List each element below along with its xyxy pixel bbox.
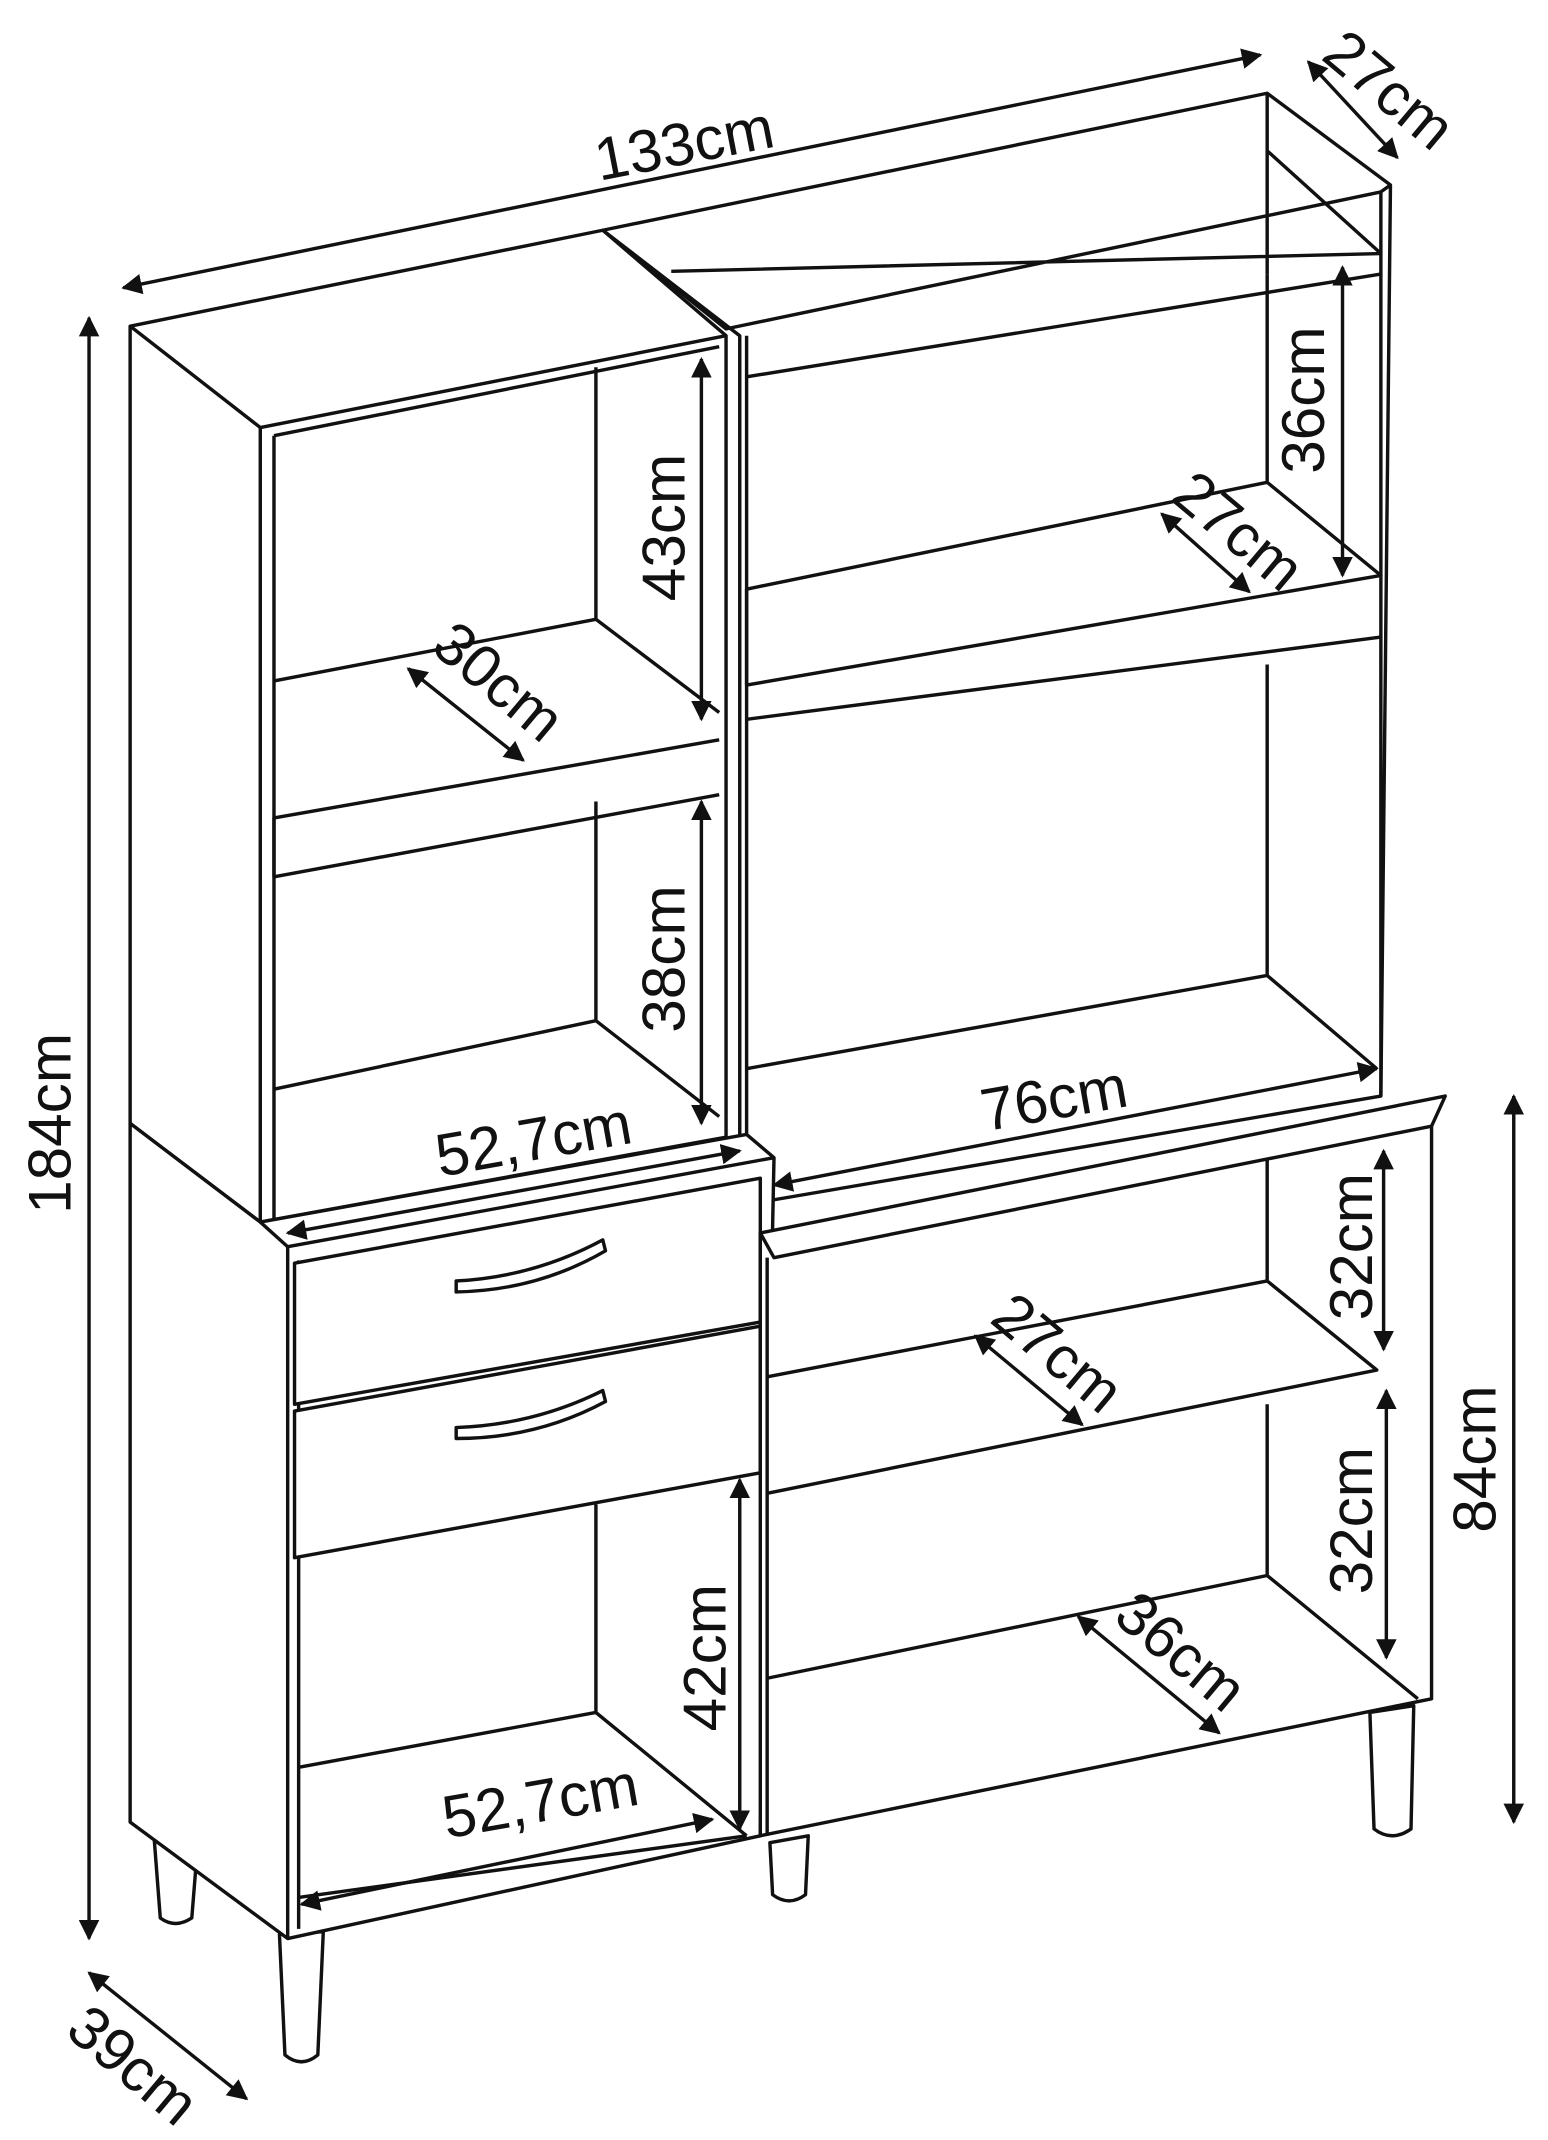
cabinet-drawing	[128, 91, 1447, 2064]
label-base-height: 84cm	[1440, 1385, 1508, 1532]
leg	[1368, 1703, 1416, 1838]
drawer-handle-icon	[454, 1388, 608, 1441]
label-left-middle-height: 38cm	[629, 885, 697, 1032]
label-left-upper-height: 43cm	[629, 454, 697, 601]
drawer-handle-icon	[454, 1238, 608, 1294]
label-total-height: 184cm	[16, 1033, 84, 1214]
label-base-depth: 39cm	[55, 1991, 212, 2138]
left-upper-tower	[128, 228, 728, 1224]
label-right-lower-lower-height: 32cm	[1317, 1447, 1385, 1594]
label-right-lower-upper-height: 32cm	[1317, 1173, 1385, 1320]
label-left-lower-height: 42cm	[671, 1584, 739, 1731]
label-total-width: 133cm	[589, 92, 780, 193]
leg	[768, 1834, 810, 1903]
label-right-upper-height: 36cm	[1269, 326, 1337, 473]
leg	[277, 1929, 326, 2064]
dimension-lines	[78, 48, 1525, 2101]
